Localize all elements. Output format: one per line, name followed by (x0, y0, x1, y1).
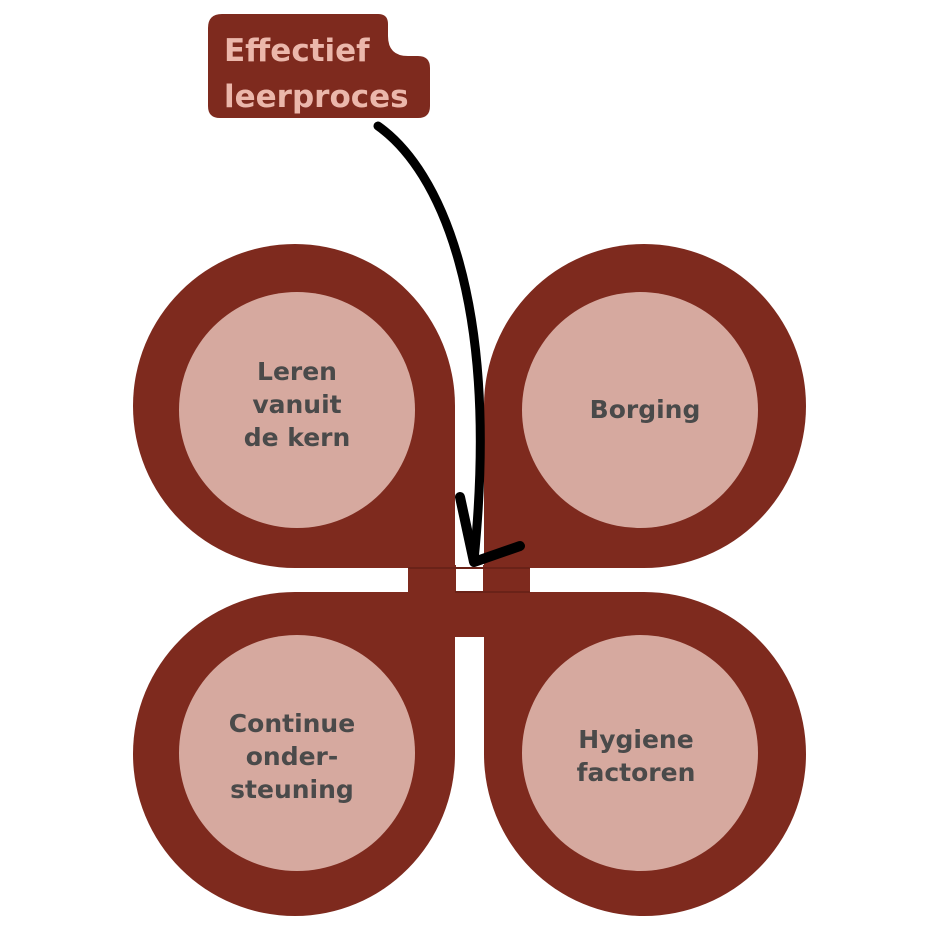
title-box-shape (208, 14, 430, 118)
title-box: Effectief leerproces (208, 14, 430, 118)
title: Effectief leerproces (224, 28, 409, 120)
arrow-head-icon (455, 492, 525, 567)
circle-bottom-left (179, 635, 415, 871)
label-line: Leren (257, 357, 337, 386)
label-line: Continue (228, 709, 356, 738)
label-top-left: Leren vanuit de kern (182, 355, 412, 454)
label-line: Hygiene (578, 725, 694, 754)
title-line: leerproces (224, 79, 409, 115)
connector-center (455, 592, 484, 637)
label-line: steuning (230, 775, 354, 804)
circle-top-right (522, 292, 758, 528)
label-line: vanuit (252, 390, 342, 419)
label-bottom-right: Hygiene factoren (521, 723, 751, 789)
label-bottom-left: Continue onder- steuning (177, 707, 407, 806)
label-line: Borging (589, 395, 701, 424)
circle-bottom-right (522, 635, 758, 871)
title-line: Effectief (224, 33, 370, 69)
circle-top-left (179, 292, 415, 528)
connector-right (483, 565, 530, 595)
connector-left (408, 565, 456, 637)
arrow-curve (373, 121, 485, 565)
label-line: factoren (576, 758, 696, 787)
label-line: onder- (245, 742, 339, 771)
label-top-right: Borging (530, 393, 760, 426)
label-line: de kern (243, 423, 351, 452)
